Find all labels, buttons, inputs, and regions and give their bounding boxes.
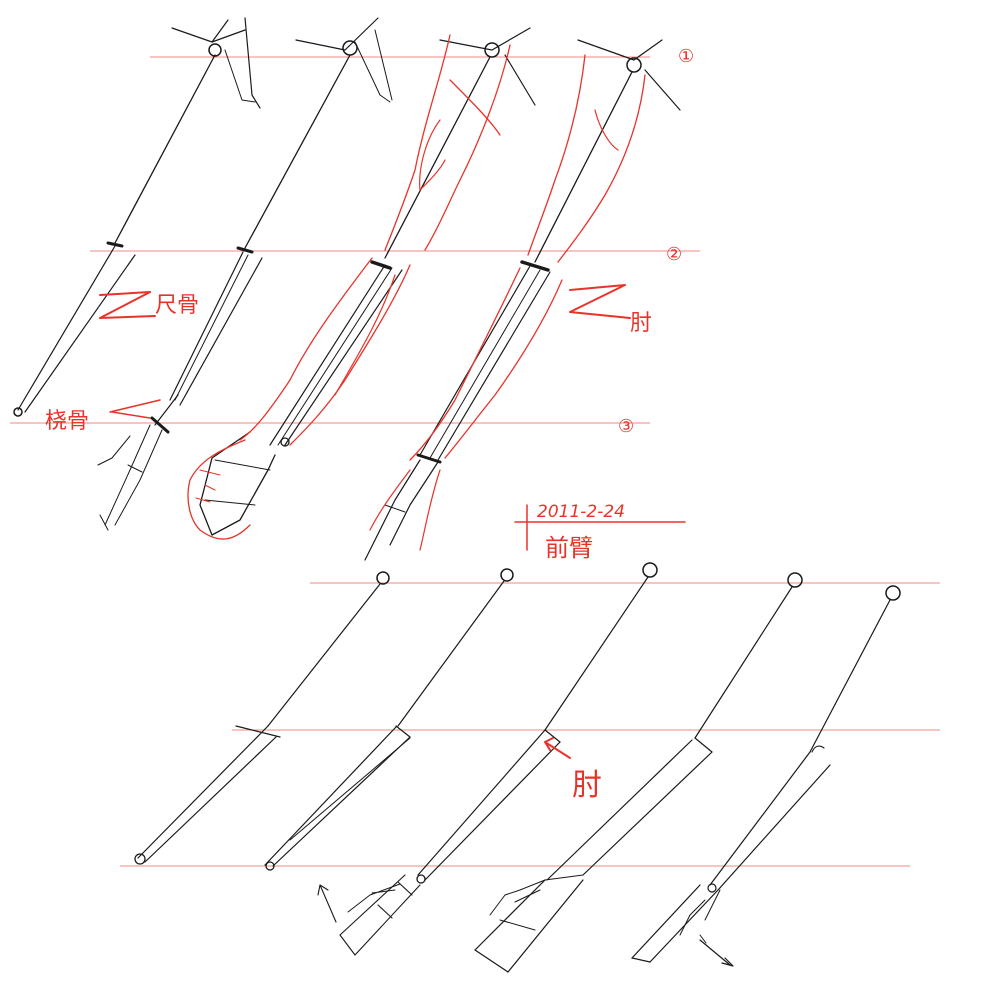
ulna-label: 尺骨 [155,293,199,318]
elbow-bottom-arrow [544,737,571,759]
sketch-title: 前臂 [545,534,593,562]
marker-1: ① [678,46,694,67]
radius-label: 桡骨 [45,409,89,434]
top-figure-4 [364,39,681,561]
bottom-figure-1 [134,571,390,865]
top-figure-3 [187,27,536,540]
ulna-arrow-mark [99,291,156,319]
bottom-figure-3: 肘 [317,562,658,956]
sketch-date: 2011-2-24 [537,502,625,522]
humerus-head-joint [208,43,222,57]
top-guide-lines [10,56,700,424]
bottom-guide-lines [120,582,940,867]
humerus-line [114,54,216,244]
sketch-caption: 2011-2-24 前臂 [514,502,686,562]
top-labels: 尺骨 桡骨 肘 ① ② ③ [45,46,694,437]
marker-3: ③ [618,416,634,437]
top-figure-2 [169,17,393,406]
bottom-figure-2 [264,568,514,871]
bottom-figure-4 [474,572,803,973]
marker-2: ② [666,244,682,265]
elbow-bottom-label: 肘 [572,768,602,803]
bottom-figure-5 [631,585,901,967]
elbow-top-label: 肘 [630,311,652,336]
elbow-top-arrow-mark [569,284,631,319]
top-figure-1 [13,17,261,531]
radius-arrow-mark [109,399,161,419]
